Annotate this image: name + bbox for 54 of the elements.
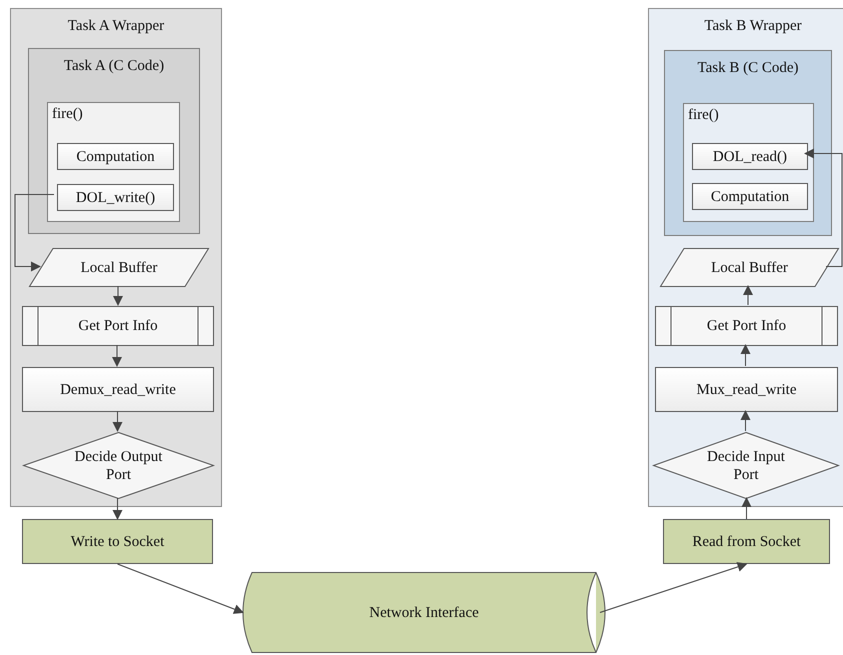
panel-title: fire() [688,106,719,124]
node-label: Decide Output Port [74,448,164,484]
arrow [112,410,122,432]
arrow [804,148,842,267]
node-label: Demux_read_write [59,380,177,398]
node-label: Computation [75,148,156,166]
node-label: Network Interface [368,604,480,622]
node-label: Decide Input Port [706,448,786,484]
function-panel [47,102,180,222]
process-box [22,519,213,564]
arrow [117,564,244,614]
process-box [22,367,214,412]
decision-diamond [23,432,214,499]
process-box [692,143,808,170]
node-label: Local Buffer [80,258,158,276]
wrapper-panel [10,8,222,507]
process-box [57,143,174,170]
node-label: Get Port Info [77,317,159,335]
data-parallelogram [29,248,209,287]
panel-title: Task B Wrapper [703,17,803,35]
process-box [655,367,838,412]
node-label: Get Port Info [706,317,788,335]
subprocess-box [22,306,214,346]
process-box [663,519,830,564]
task-panel [664,50,832,236]
arrow [14,194,54,272]
data-parallelogram [660,248,839,287]
process-box [692,183,808,210]
node-label: Local Buffer [710,258,789,276]
process-box [57,184,174,211]
node-label: Mux_read_write [696,380,798,398]
arrow [743,285,753,306]
node-label: DOL_read() [712,148,788,166]
panel-title: Task B (C Code) [696,59,800,77]
arrow [112,344,122,367]
node-label: Write to Socket [70,532,166,550]
wrapper-panel [648,8,843,507]
panel-title: Task A Wrapper [66,17,166,35]
panel-title: Task A (C Code) [62,57,166,75]
arrow [742,497,752,520]
arrow [112,498,122,520]
panel-title: fire() [52,105,83,123]
arrow [740,344,750,366]
node-label: DOL_write() [74,188,156,206]
node-label: Computation [710,188,790,206]
subprocess-box [655,306,838,346]
arrow [600,562,748,613]
task-panel [28,48,200,234]
arrow [113,286,123,306]
arrow [740,410,750,432]
network-cylinder [240,572,608,653]
decision-diamond [653,432,839,499]
function-panel [683,103,814,222]
node-label: Read from Socket [691,532,802,550]
